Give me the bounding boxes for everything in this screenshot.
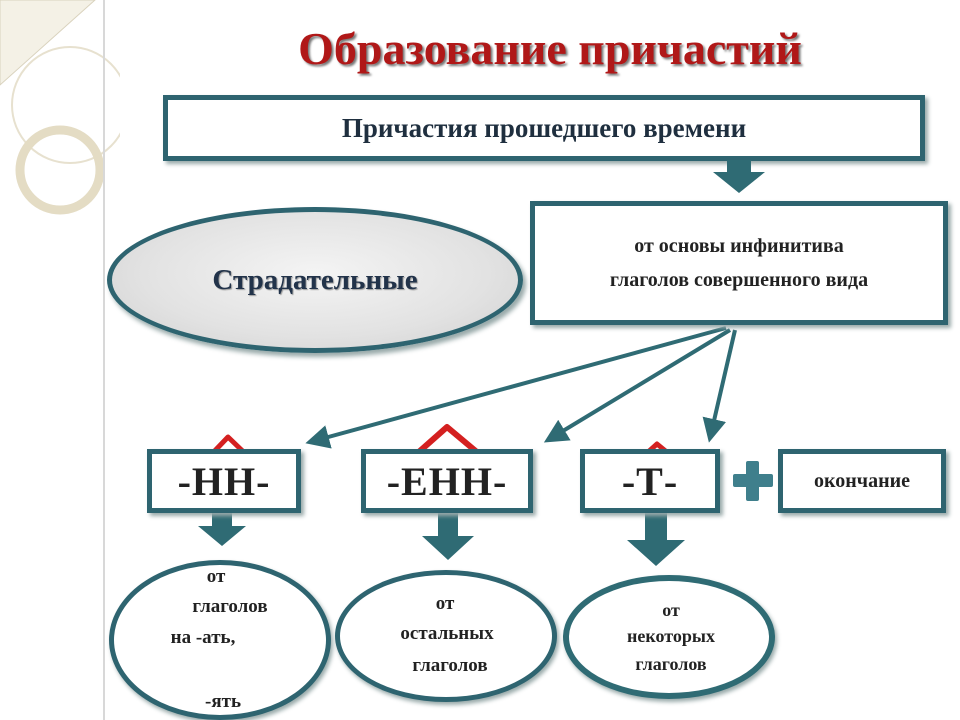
arrow-to-t [702,329,737,443]
source-line-2: глаголов совершенного вида [609,269,869,291]
suffix-nn-label: -НН- [177,458,271,504]
decorative-rings [0,0,120,720]
page-title: Образование причастий [298,23,802,74]
source-line-1: от основы инфинитива [634,235,844,257]
suffix-t-box: -Т- [580,449,720,513]
note-oval-nn [109,560,331,720]
ending-label: окончание [814,469,910,492]
arrow-to-enn [543,328,732,443]
passive-label: Страдательные [212,263,418,296]
note-t-line1: от [662,600,680,620]
note-nn-line1: от [206,566,226,587]
note-nn-line2: глаголов [192,596,268,617]
note-nn-line3: на -ать, [170,627,236,648]
suffix-nn-box: -НН- [147,449,301,513]
suffix-enn-box: -ЕНН- [361,449,533,513]
header-down-arrow [713,160,765,193]
caret-enn [410,424,486,461]
enn-down-arrow [422,513,474,560]
note-t-line3: глаголов [635,654,707,674]
note-enn-line2: остальных [400,623,494,644]
note-oval-t [563,575,775,699]
arrow-to-nn [305,326,727,449]
header-box: Причастия прошедшего времени [163,95,925,161]
suffix-t-label: -Т- [621,458,679,504]
source-box: от основы инфинитива глаголов совершенно… [530,201,948,325]
nn-down-arrow [198,513,246,546]
header-label: Причастия прошедшего времени [341,112,747,143]
suffix-enn-label: -ЕНН- [386,458,508,504]
note-nn-line4: -ять [205,691,241,712]
ending-box: окончание [778,449,946,513]
note-oval-enn [335,570,557,702]
note-enn-line3: глаголов [412,655,488,676]
note-enn-line1: от [435,593,455,614]
note-t-line2: некоторых [627,626,715,646]
passive-participle-ellipse: Страдательные [107,207,523,353]
plus-icon [733,461,773,501]
t-down-arrow [627,513,685,566]
